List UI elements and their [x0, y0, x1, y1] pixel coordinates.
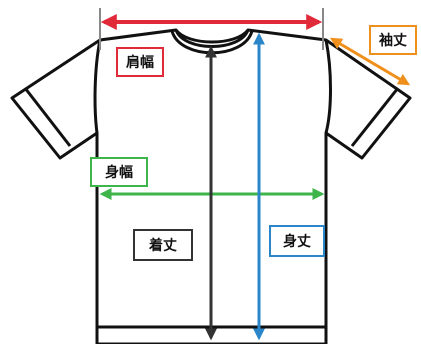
body-length-label-text: 身丈 [283, 233, 311, 250]
shoulder-width-label: 肩幅 [116, 47, 164, 77]
shoulder-guides [99, 8, 324, 50]
total-length-label-text: 着丈 [148, 237, 177, 254]
left-armhole-seam [93, 39, 102, 134]
total-length-label: 着丈 [133, 229, 193, 261]
right-sleeve-hem [350, 87, 400, 147]
body-length-label: 身丈 [269, 225, 325, 257]
left-sleeve-hem [23, 87, 72, 147]
right-armhole-seam [324, 39, 332, 134]
body-width-label-text: 身幅 [105, 164, 133, 181]
sleeve-length-arrow [329, 37, 411, 86]
sleeve-length-label-text: 袖丈 [379, 32, 407, 49]
shoulder-width-label-text: 肩幅 [126, 54, 154, 71]
body-width-label: 身幅 [90, 157, 148, 187]
sleeve-length-label: 袖丈 [369, 25, 417, 55]
